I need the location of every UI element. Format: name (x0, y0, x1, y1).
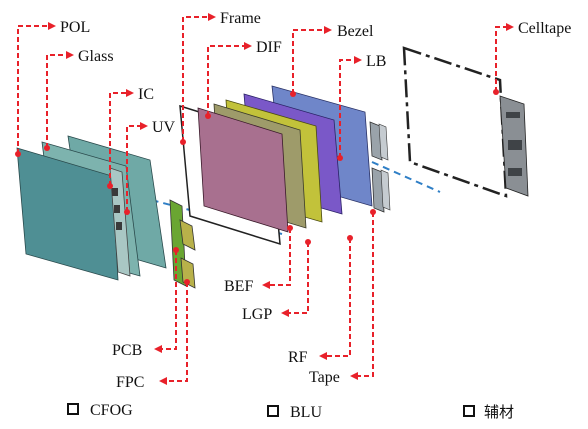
label-dif: DIF (256, 39, 282, 56)
pol-layer-front (16, 147, 119, 281)
dif-layer (197, 107, 289, 233)
legend-label-blu: BLU (290, 404, 322, 421)
legend-box-cfog (67, 403, 79, 415)
celltape-layer (402, 46, 529, 198)
leader-lines (17, 16, 508, 382)
legend-label-aux: 辅材 (484, 403, 514, 421)
leader-dots (15, 89, 499, 285)
legend: CFOG BLU 辅材 (67, 402, 514, 421)
label-celltape: Celltape (518, 20, 571, 37)
ic-strip (109, 167, 131, 277)
label-lgp: LGP (242, 306, 272, 323)
label-uv: UV (152, 119, 176, 136)
legend-label-cfog: CFOG (90, 402, 133, 419)
label-ic: IC (138, 86, 154, 103)
label-bezel: Bezel (337, 23, 374, 40)
legend-box-blu (267, 405, 279, 417)
lb-parts (369, 121, 391, 213)
label-pcb: PCB (112, 342, 142, 359)
label-glass: Glass (78, 48, 114, 65)
leader-arrowheads (48, 13, 514, 385)
label-lb: LB (366, 53, 386, 70)
label-bef: BEF (224, 278, 253, 295)
label-fpc: FPC (116, 374, 144, 391)
label-tape: Tape (309, 369, 340, 386)
label-rf: RF (288, 349, 308, 366)
label-pol: POL (60, 19, 90, 36)
label-frame: Frame (220, 10, 261, 27)
legend-box-aux (463, 405, 475, 417)
